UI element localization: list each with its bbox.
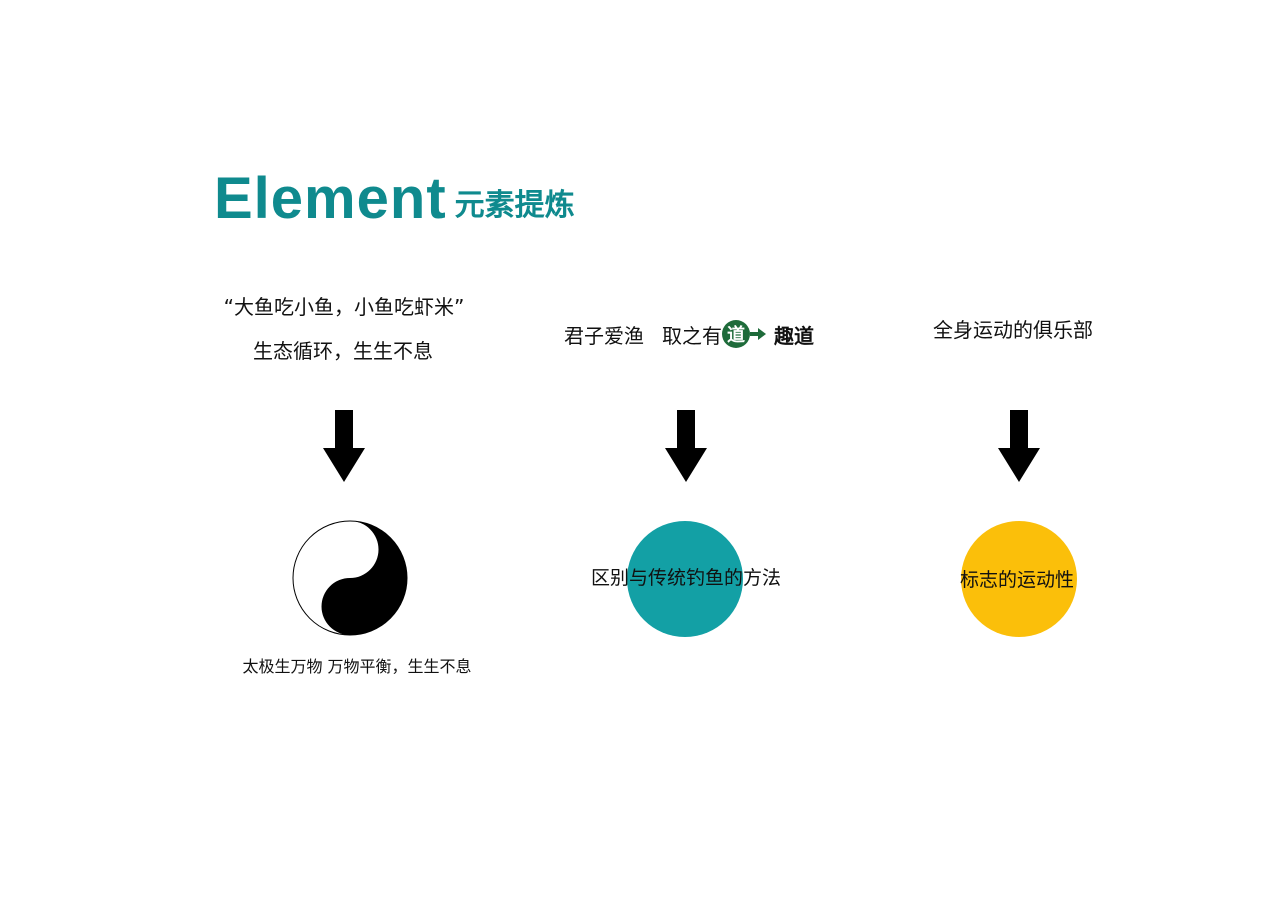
- title-english: Element: [214, 166, 447, 231]
- column2-circle-label: 区别与传统钓鱼的方法: [590, 567, 782, 589]
- down-arrow-icon: [665, 410, 707, 482]
- dao-badge: 道: [722, 320, 750, 348]
- column1-line1: “大鱼吃小鱼，小鱼吃虾米”: [223, 295, 465, 319]
- column3-line1: 全身运动的俱乐部: [933, 318, 1093, 342]
- down-arrow-icon: [998, 410, 1040, 482]
- column2-part3: 趣道: [774, 323, 814, 348]
- title-chinese: 元素提炼: [454, 188, 575, 223]
- yellow-circle: [961, 521, 1077, 637]
- column1-caption: 太极生万物 万物平衡，生生不息: [242, 657, 472, 676]
- column2-part2: 取之有: [662, 323, 722, 348]
- teal-circle: [627, 521, 743, 637]
- right-arrow-icon: [750, 328, 766, 340]
- column2-part1: 君子爱渔: [564, 323, 644, 348]
- down-arrow-icon: [323, 410, 365, 482]
- page-title: Element 元素提炼: [214, 160, 575, 230]
- column1-line2: 生态循环，生生不息: [253, 339, 433, 363]
- taiji-icon: [292, 520, 408, 636]
- column2-heading: 君子爱渔 取之有 道 趣道: [564, 318, 814, 350]
- column3-circle-label: 标志的运动性: [959, 569, 1075, 591]
